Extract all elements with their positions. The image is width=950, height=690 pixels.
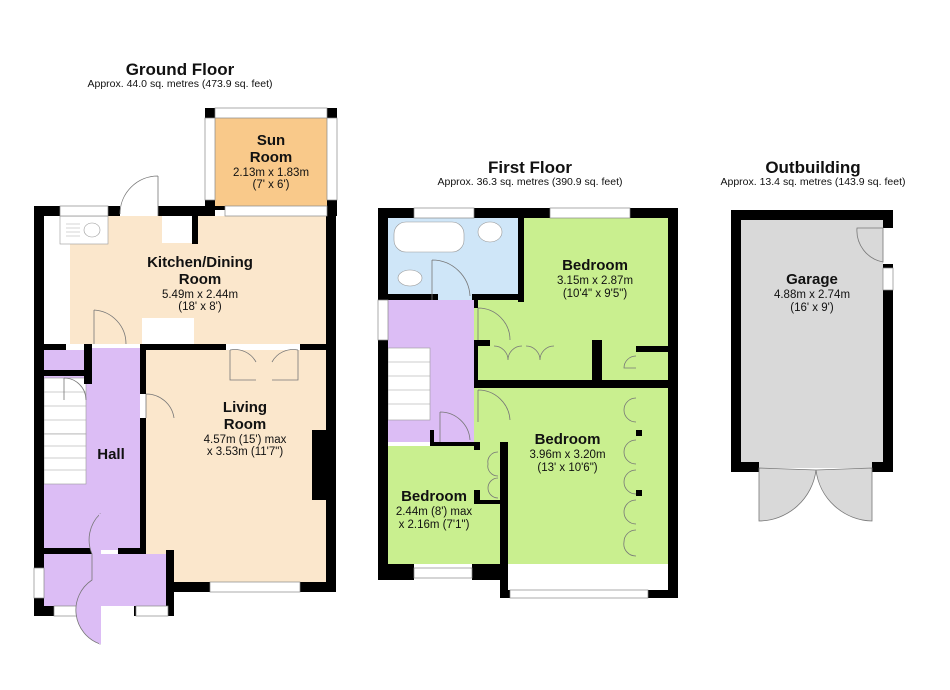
living-room-fill <box>146 350 326 582</box>
floor-title: Outbuilding <box>765 158 861 177</box>
bedroom-3-fill <box>388 446 500 564</box>
sun-room-fill <box>215 118 327 210</box>
room-label-sun-room: Sun Room 2.13m x 1.83m (7' x 6') <box>232 132 310 192</box>
garage-fill <box>741 220 883 468</box>
room-label-bedroom-2: Bedroom 3.96m x 3.20m (13' x 10'6") <box>529 431 606 474</box>
outbuilding-heading: Outbuilding Approx. 13.4 sq. metres (143… <box>700 158 926 189</box>
floor-area: Approx. 13.4 sq. metres (143.9 sq. feet) <box>720 176 906 189</box>
ground-floor-heading: Ground Floor Approx. 44.0 sq. metres (47… <box>60 60 300 91</box>
room-label-garage: Garage 4.88m x 2.74m (16' x 9') <box>773 271 851 314</box>
floor-title: Ground Floor <box>125 60 235 79</box>
first-floor-heading: First Floor Approx. 36.3 sq. metres (390… <box>400 158 660 189</box>
floor-area: Approx. 36.3 sq. metres (390.9 sq. feet) <box>437 176 623 189</box>
room-label-bedroom-1: Bedroom 3.15m x 2.87m (10'4" x 9'5") <box>556 257 634 300</box>
room-label-hall: Hall <box>97 446 125 463</box>
floor-title: First Floor <box>487 158 573 177</box>
room-label-kitchen-dining: Kitchen/Dining Room 5.49m x 2.44m (18' x… <box>147 254 253 314</box>
room-label-living-room: Living Room 4.57m (15') max x 3.53m (11'… <box>203 399 287 459</box>
room-label-bedroom-3: Bedroom 2.44m (8') max x 2.16m (7'1") <box>395 488 473 531</box>
floor-area: Approx. 44.0 sq. metres (473.9 sq. feet) <box>87 78 273 91</box>
